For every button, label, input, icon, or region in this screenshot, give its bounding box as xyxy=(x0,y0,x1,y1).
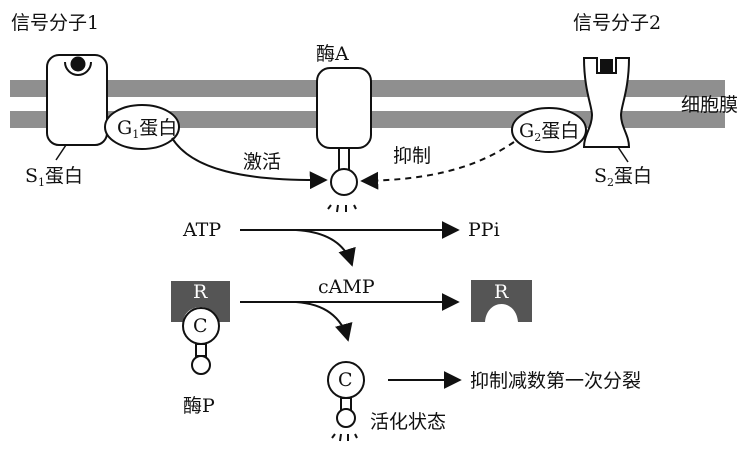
signal-molecule-1 xyxy=(70,56,86,72)
signal-molecule-1-label: 信号分子1 xyxy=(11,12,99,34)
enzyme-p-stem xyxy=(195,343,207,357)
meiosis-inhibition-label: 抑制减数第一次分裂 xyxy=(470,370,641,392)
enzyme-p-active-site xyxy=(191,355,211,375)
enzyme-a-activity-rays xyxy=(327,204,357,213)
ppi-label: PPi xyxy=(468,219,500,241)
g1-protein xyxy=(104,104,180,150)
r-subunit-free xyxy=(471,280,532,322)
signal-molecule-2-label: 信号分子2 xyxy=(573,12,661,34)
enzyme-a-body xyxy=(316,67,372,149)
signal-molecule-2 xyxy=(600,59,613,72)
r-subunit-label-free: R xyxy=(494,281,509,303)
g2-protein-label: G2蛋白 xyxy=(519,120,579,144)
s2-pointer-line xyxy=(617,146,629,163)
s2-protein-label: S2蛋白 xyxy=(594,165,652,189)
activate-arrow xyxy=(171,137,328,190)
enzyme-a-stem xyxy=(338,147,350,171)
s1-receptor-protein xyxy=(46,54,108,146)
atp-label: ATP xyxy=(182,219,221,241)
c-subunit-label-complexed: C xyxy=(193,315,208,337)
r-subunit-complexed xyxy=(171,281,230,322)
s2-receptor-protein xyxy=(582,57,631,148)
s1-protein-label: S1蛋白 xyxy=(25,165,83,189)
c-release-arrow xyxy=(295,301,353,342)
enzyme-p-label: 酶P xyxy=(183,395,215,417)
enzyme-a-label: 酶A xyxy=(316,43,349,65)
g2-protein xyxy=(511,107,587,153)
c-active-activity-rays xyxy=(331,433,358,442)
camp-label: cAMP xyxy=(318,276,375,298)
c-active-site xyxy=(336,408,356,428)
r-subunit-label-complexed: R xyxy=(193,281,208,303)
camp-production-arrow xyxy=(295,229,356,267)
s1-pointer-line xyxy=(55,144,67,161)
inhibit-label: 抑制 xyxy=(393,145,431,167)
c-subunit-label-active: C xyxy=(338,369,353,391)
g1-protein-label: G1蛋白 xyxy=(117,117,177,141)
inhibit-arrow xyxy=(360,141,515,190)
activate-label: 激活 xyxy=(243,151,281,173)
active-state-label: 活化状态 xyxy=(370,411,446,433)
enzyme-a-active-site xyxy=(330,168,358,196)
cell-membrane-label: 细胞膜 xyxy=(681,94,738,116)
